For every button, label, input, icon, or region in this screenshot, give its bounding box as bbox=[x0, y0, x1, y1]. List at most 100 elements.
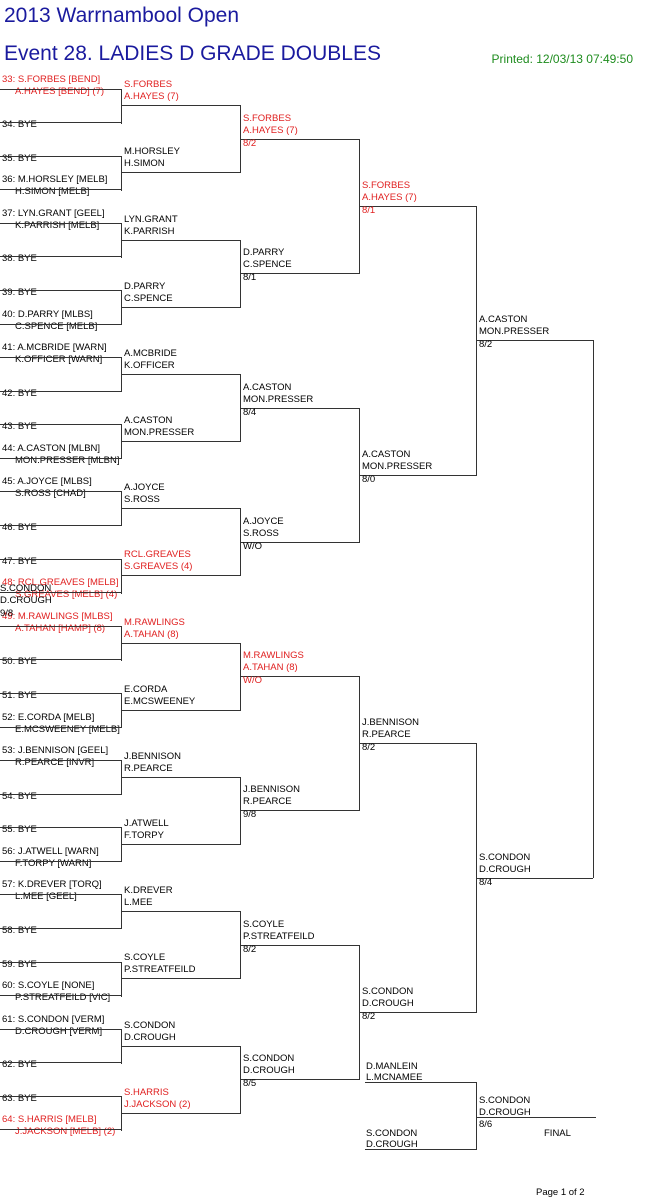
draw-entry-partner: D.CROUGH [VERM] bbox=[15, 1025, 103, 1037]
draw-line bbox=[0, 794, 121, 795]
winner-partner: R.PEARCE bbox=[243, 796, 292, 808]
draw-entry-bye: 43: BYE bbox=[2, 421, 37, 433]
winner-line bbox=[359, 743, 476, 744]
draw-line bbox=[0, 626, 121, 627]
bracket-connector bbox=[240, 1046, 241, 1114]
page-header: 2013 Warrnambool Open Event 28. LADIES D… bbox=[0, 0, 661, 80]
draw-entry-bye: 62: BYE bbox=[2, 1059, 37, 1071]
bracket-connector bbox=[240, 643, 241, 711]
winner-partner: S.GREAVES (4) bbox=[124, 561, 193, 573]
winner-partner: L.MEE bbox=[124, 897, 153, 909]
draw-line bbox=[0, 458, 121, 459]
draw-entry-partner: C.SPENCE [MELB] bbox=[15, 320, 98, 332]
winner-line bbox=[121, 643, 240, 644]
draw-line bbox=[0, 827, 121, 828]
winner-line bbox=[121, 105, 240, 106]
winner-player: A.CASTON bbox=[362, 448, 411, 460]
winner-line bbox=[121, 240, 240, 241]
draw-entry-bye: 51: BYE bbox=[2, 689, 37, 701]
winner-partner: R.PEARCE bbox=[362, 729, 411, 741]
draw-entry-partner: F.TORPY [WARN] bbox=[15, 857, 92, 869]
draw-entry-bye: 59: BYE bbox=[2, 958, 37, 970]
draw-entry-partner: K.OFFICER [WARN] bbox=[15, 354, 103, 366]
winner-line bbox=[359, 1012, 476, 1013]
match-score: 8/0 bbox=[362, 473, 376, 485]
winner-line bbox=[121, 172, 240, 173]
draw-entry-partner: A.HAYES [BEND] (7) bbox=[15, 85, 105, 97]
winner-line bbox=[359, 475, 476, 476]
winner-partner: D.CROUGH bbox=[362, 997, 414, 1009]
winner-player: S.CONDON bbox=[243, 1053, 295, 1065]
match-score: 8/1 bbox=[362, 205, 376, 217]
match-score: 8/2 bbox=[362, 1010, 376, 1022]
winner-player: K.DREVER bbox=[124, 885, 173, 897]
draw-entry-player: 45: A.JOYCE [MLBS] bbox=[2, 476, 92, 488]
draw-line bbox=[0, 1029, 121, 1030]
winner-player: A.CASTON bbox=[479, 314, 528, 326]
draw-entry-partner: J.JACKSON [MELB] (2) bbox=[15, 1126, 116, 1138]
draw-line bbox=[0, 357, 121, 358]
winner-partner: MON.PRESSER bbox=[362, 460, 433, 472]
winner-partner: J.JACKSON (2) bbox=[124, 1098, 191, 1110]
winner-line bbox=[240, 542, 359, 543]
page-number: Page 1 of 2 bbox=[536, 1187, 585, 1198]
draw-entry-bye: 63: BYE bbox=[2, 1092, 37, 1104]
winner-player: E.CORDA bbox=[124, 683, 168, 695]
draw-line bbox=[0, 1129, 121, 1130]
winner-player: S.FORBES bbox=[243, 112, 292, 124]
playoff-player: D.MANLEIN bbox=[366, 1061, 418, 1072]
bracket-connector bbox=[476, 206, 477, 476]
draw-line bbox=[0, 525, 121, 526]
match-score: W/O bbox=[243, 540, 262, 552]
winner-player: D.PARRY bbox=[243, 247, 285, 259]
draw-line bbox=[0, 727, 121, 728]
draw-entry-player: 57: K.DREVER [TORQ] bbox=[2, 879, 102, 891]
draw-line bbox=[0, 256, 121, 257]
match-score: W/O bbox=[243, 675, 262, 687]
winner-player: J.BENNISON bbox=[243, 784, 301, 796]
draw-line bbox=[0, 659, 121, 660]
winner-line bbox=[240, 1079, 359, 1080]
draw-line bbox=[0, 391, 121, 392]
draw-entry-bye: 55: BYE bbox=[2, 824, 37, 836]
match-score: 9/8 bbox=[0, 607, 14, 619]
draw-entry-partner: H.SIMON [MELB] bbox=[15, 186, 90, 198]
winner-partner: A.HAYES (7) bbox=[243, 124, 298, 136]
draw-entry-bye: 58: BYE bbox=[2, 925, 37, 936]
winner-player: S.CONDON bbox=[0, 582, 52, 594]
winner-player: S.CONDON bbox=[362, 985, 414, 997]
winner-line bbox=[121, 844, 240, 845]
draw-line bbox=[0, 223, 121, 224]
playoff-connector bbox=[476, 1082, 477, 1150]
draw-line bbox=[0, 760, 121, 761]
playoff-player: S.CONDON bbox=[366, 1128, 418, 1139]
winner-line bbox=[121, 1046, 240, 1047]
match-score: 8/2 bbox=[243, 137, 257, 149]
draw-entry-player: 56: J.ATWELL [WARN] bbox=[2, 845, 99, 857]
winner-player: S.FORBES bbox=[362, 180, 411, 192]
playoff-partner: D.CROUGH bbox=[366, 1139, 418, 1150]
winner-line bbox=[240, 676, 359, 677]
winner-player: A.JOYCE bbox=[124, 482, 165, 494]
winner-player: M.RAWLINGS bbox=[124, 616, 185, 628]
winner-player: S.FORBES bbox=[124, 79, 173, 91]
draw-line bbox=[0, 122, 121, 123]
draw-entry-player: 61: S.CONDON [VERM] bbox=[2, 1013, 105, 1025]
winner-partner: C.SPENCE bbox=[243, 259, 292, 271]
winner-player: S.CONDON bbox=[479, 851, 531, 863]
tournament-title: 2013 Warrnambool Open bbox=[4, 4, 240, 27]
draw-entry-partner: S.GREAVES [MELB] (4) bbox=[15, 589, 118, 601]
draw-entry-partner: K.PARRISH [MELB] bbox=[15, 219, 100, 231]
winner-player: A.MCBRIDE bbox=[124, 347, 177, 359]
winner-partner: A.HAYES (7) bbox=[124, 91, 179, 103]
draw-entry-bye: 54: BYE bbox=[2, 790, 37, 802]
winner-player: D.PARRY bbox=[124, 280, 166, 292]
draw-entry-bye: 42: BYE bbox=[2, 387, 37, 399]
winner-partner: S.ROSS bbox=[124, 494, 160, 506]
draw-entry-player: 52: E.CORDA [MELB] bbox=[2, 711, 95, 723]
winner-player: A.JOYCE bbox=[243, 515, 284, 527]
winner-partner: P.STREATFEILD bbox=[243, 930, 315, 942]
draw-entry-bye: 34: BYE bbox=[2, 119, 37, 131]
playoff-line bbox=[365, 1149, 476, 1150]
winner-player: A.CASTON bbox=[243, 381, 292, 393]
